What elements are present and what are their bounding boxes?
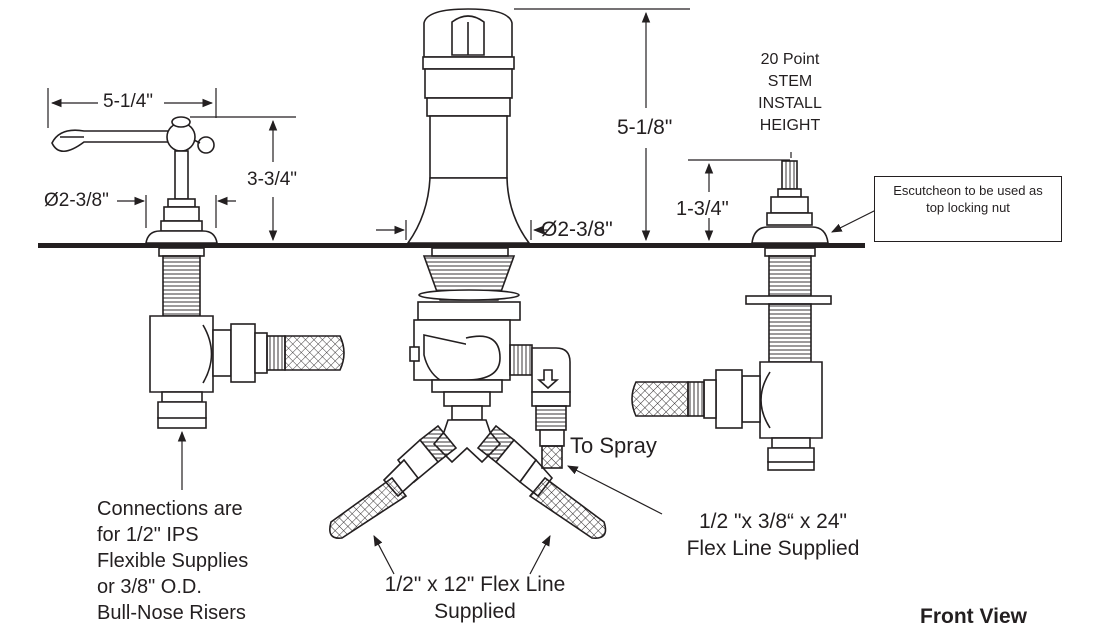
stem-note-line: HEIGHT	[759, 117, 821, 134]
escutcheon-note-box: Escutcheon to be used as top locking nut	[874, 176, 1062, 242]
right-stem-valve	[631, 160, 832, 471]
dim-left-base-diameter: Ø2-3/8"	[44, 190, 109, 211]
dim-spout-base-diameter: Ø2-3/8"	[541, 218, 613, 241]
connections-note-line: Bull-Nose Risers	[97, 602, 246, 624]
view-title: Front View	[920, 605, 1027, 628]
left-handle-valve	[51, 116, 345, 429]
stem-note-line: 20 Point	[760, 51, 820, 68]
connections-note-line: Flexible Supplies	[97, 550, 249, 572]
escutcheon-note-line: top locking nut	[926, 200, 1010, 215]
leader-arrows	[177, 206, 883, 575]
countertop-line	[38, 243, 865, 248]
stem-note-line: INSTALL	[758, 95, 822, 112]
center-spout	[329, 8, 607, 539]
dim-handle-width: 5-1/4"	[103, 91, 154, 112]
connections-note-line: for 1/2" IPS	[97, 524, 199, 546]
connections-note-line: Connections are	[97, 498, 243, 520]
flex-line-24-note: 1/2 "x 3/8“ x 24" Flex Line Supplied	[663, 508, 883, 562]
flex-line-12-line: 1/2" x 12" Flex Line	[384, 573, 566, 596]
stem-note-line: STEM	[767, 73, 813, 90]
flex-line-24-line: 1/2 "x 3/8“ x 24"	[699, 510, 847, 533]
dimension-lines	[47, 8, 792, 242]
dim-spout-height: 5-1/8"	[617, 116, 673, 139]
flex-line-24-line: Flex Line Supplied	[686, 537, 860, 560]
escutcheon-note-line: Escutcheon to be used as	[893, 183, 1043, 198]
flex-line-12-note: 1/2" x 12" Flex Line Supplied	[355, 571, 595, 625]
to-spray-label: To Spray	[570, 433, 657, 458]
connections-note-line: or 3/8" O.D.	[97, 576, 202, 598]
flex-line-12-line: Supplied	[434, 600, 516, 623]
dim-stem-install-height: 1-3/4"	[676, 198, 729, 220]
dim-left-height: 3-3/4"	[247, 169, 298, 190]
stem-install-note: 20 Point STEM INSTALL HEIGHT	[731, 49, 849, 137]
connections-note: Connections are for 1/2" IPS Flexible Su…	[97, 496, 248, 626]
